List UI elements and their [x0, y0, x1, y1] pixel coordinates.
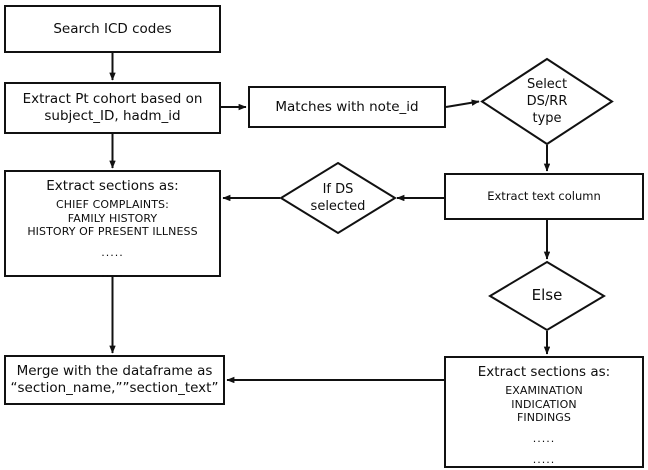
node-extract-sections-ds[interactable]: Extract sections as: CHIEF COMPLAINTS: F…: [4, 170, 221, 280]
node-extract-text-column-label: Extract text column: [487, 189, 601, 204]
node-extract-sections-rr-ellipsis-2: .....: [532, 452, 556, 466]
node-extract-sections-rr-item-2: FINDINGS: [516, 411, 572, 425]
node-else[interactable]: Else: [488, 260, 606, 332]
edge-matches-to-select: [445, 99, 480, 108]
node-extract-text-column[interactable]: Extract text column: [444, 173, 644, 220]
node-matches-with-note-id[interactable]: Matches with note_id: [248, 86, 446, 128]
node-extract-sections-ds-item-0: CHIEF COMPLAINTS:: [56, 197, 169, 211]
node-extract-sections-ds-item-2: HISTORY OF PRESENT ILLNESS: [27, 225, 198, 239]
node-extract-sections-ds-item-1: FAMILY HISTORY: [67, 211, 158, 225]
node-if-ds-selected[interactable]: If DS selected: [279, 161, 397, 235]
node-extract-cohort[interactable]: Extract Pt cohort based on subject_ID, h…: [4, 82, 221, 134]
node-search-icd-codes[interactable]: Search ICD codes: [4, 5, 221, 53]
node-extract-sections-rr-ellipsis-1: .....: [532, 432, 556, 446]
node-extract-sections-rr-heading: Extract sections as:: [477, 364, 611, 380]
node-extract-sections-ds-ellipsis-1: .....: [101, 246, 124, 260]
node-extract-sections-rr[interactable]: Extract sections as: EXAMINATION INDICAT…: [444, 356, 644, 468]
diamond-shape: [488, 260, 606, 332]
node-merge-dataframe-label: Merge with the dataframe as “section_nam…: [10, 363, 219, 396]
node-extract-sections-rr-item-0: EXAMINATION: [505, 383, 583, 397]
diamond-shape: [480, 57, 614, 146]
node-extract-cohort-label: Extract Pt cohort based on subject_ID, h…: [22, 91, 203, 124]
node-matches-with-note-id-label: Matches with note_id: [275, 98, 419, 115]
node-extract-sections-rr-item-1: INDICATION: [511, 397, 577, 411]
node-extract-sections-ds-heading: Extract sections as:: [46, 178, 179, 194]
node-extract-sections-ds-ellipsis-2: .....: [101, 266, 124, 280]
node-merge-dataframe[interactable]: Merge with the dataframe as “section_nam…: [4, 355, 225, 405]
node-search-icd-codes-label: Search ICD codes: [53, 20, 172, 37]
node-select-ds-rr-type[interactable]: Select DS/RR type: [480, 57, 614, 146]
diamond-shape: [279, 161, 397, 235]
